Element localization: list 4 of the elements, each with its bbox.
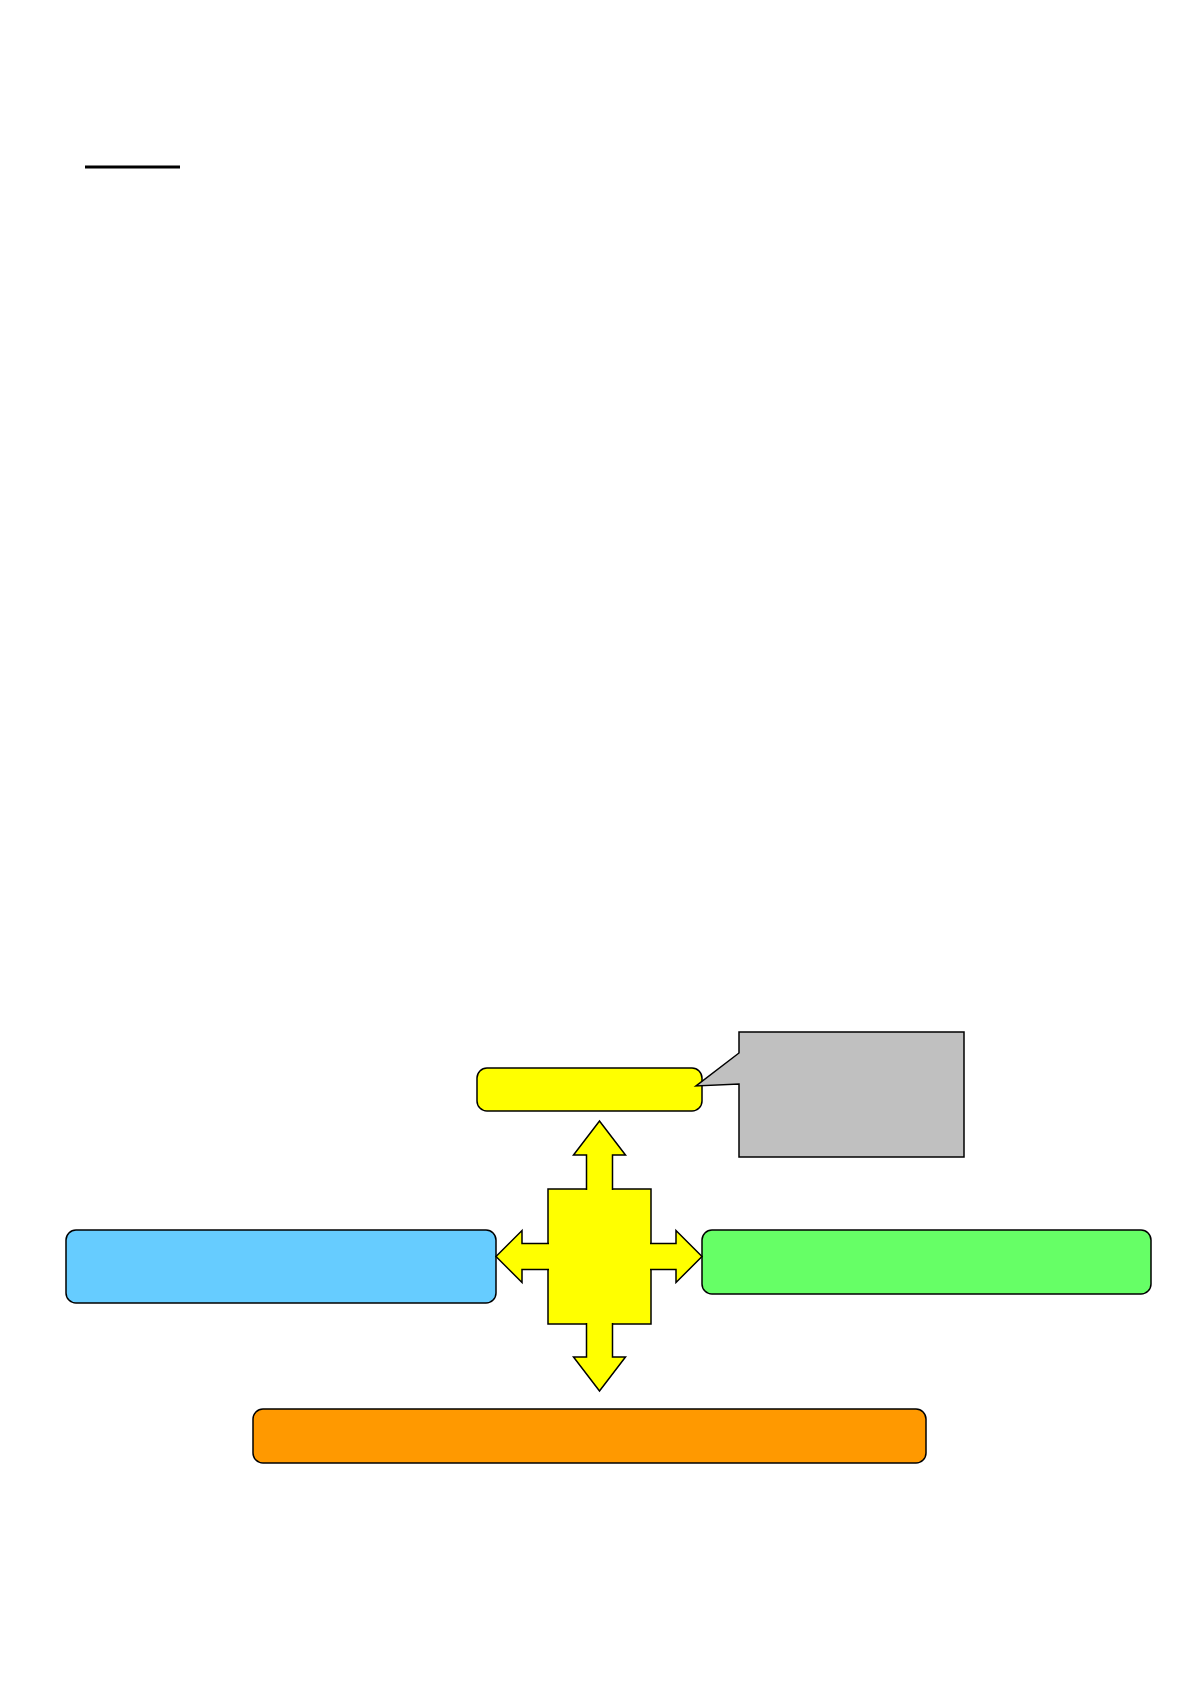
block-arrow [572,1119,627,1191]
block-arrow [649,1228,704,1285]
block-arrow [572,1322,627,1393]
block-arrow [494,1228,550,1285]
